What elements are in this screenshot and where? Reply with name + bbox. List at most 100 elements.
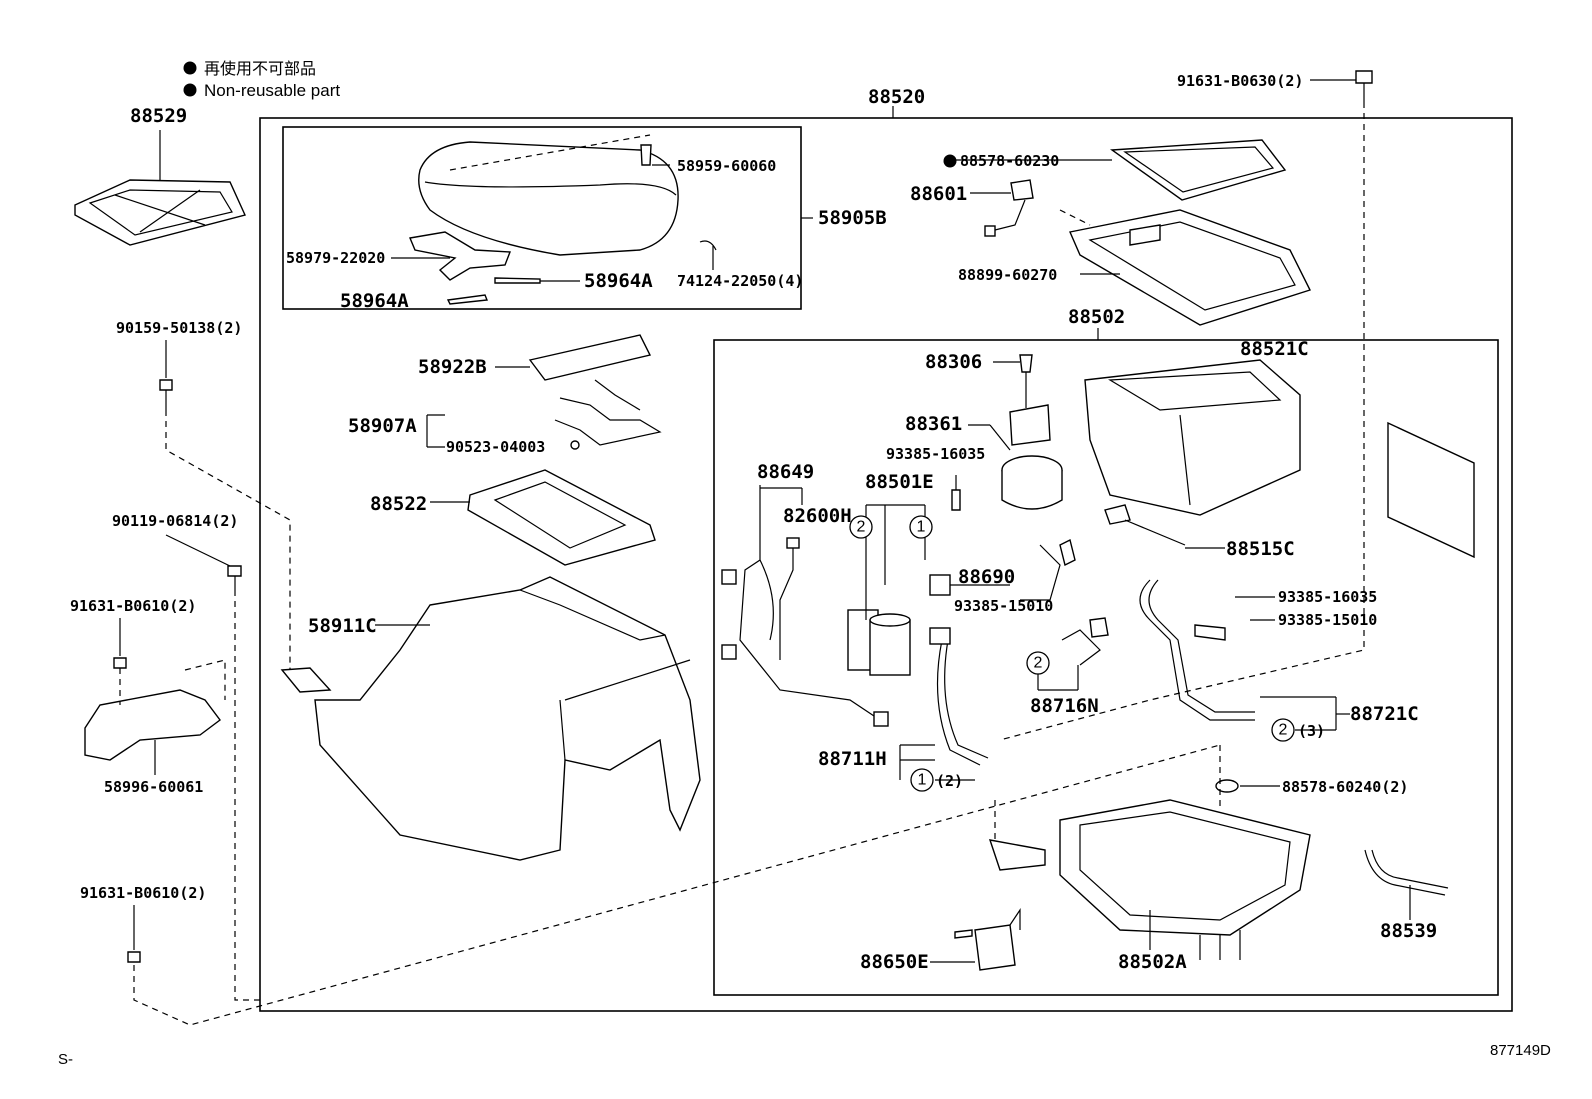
svg-text:2: 2 [1279,722,1288,739]
part-88649-harness [721,485,889,727]
part-88522-tray [430,469,656,566]
label-88711H: 88711H [818,748,887,770]
part-58907A-latch [426,379,662,450]
label-88649: 88649 [757,461,814,483]
label-88716N: 88716N [1030,695,1099,717]
svg-text:2: 2 [1034,655,1043,672]
part-58905B-lid [418,134,679,256]
assembly-box-88520 [259,117,1513,1012]
part-88716N-pipe [1061,617,1109,666]
label-58959-60060: 58959-60060 [677,157,776,175]
part-screw-16035 [951,489,961,511]
label-88539: 88539 [1380,920,1437,942]
part-88711H-hose [900,627,989,766]
label-74124-22050: 74124-22050(4) [677,272,803,290]
part-88650E-sensor [930,908,1021,971]
bolt-90119 [165,534,242,590]
label-58905B: 58905B [818,207,887,229]
svg-text:1: 1 [918,772,927,789]
label-82600H: 82600H [783,505,852,527]
label-58922B: 58922B [418,356,487,378]
part-88361-fan [968,424,1063,510]
label-58979-22020: 58979-22020 [286,249,385,267]
illustration-number: 877149D [1490,1042,1551,1059]
label-90159-50138: 90159-50138(2) [116,319,242,337]
legend-bullet-icon [183,61,197,75]
part-88721C-pipe [1139,579,1255,721]
label-91631-B0610-a: 91631-B0610(2) [70,597,196,615]
label-88520: 88520 [868,86,925,108]
part-58996-bracket [84,659,226,775]
label-91631-B0610-b: 91631-B0610(2) [80,884,206,902]
dash-leader [234,590,260,1001]
label-58907A: 58907A [348,415,417,437]
part-88578-60230-gasket [955,139,1287,201]
label-88361: 88361 [905,413,962,435]
marker-1-b: 1 (2) [910,768,963,792]
label-93385-15010-left: 93385-15010 [954,597,1053,615]
svg-text:(3): (3) [1298,722,1325,740]
label-91631-B0630: 91631-B0630(2) [1177,72,1303,90]
legend-jp: 再使用不可部品 [204,60,316,78]
part-88578-60240-grommet [1215,779,1280,793]
marker-2-b: 2 [1026,651,1079,691]
label-88502: 88502 [1068,306,1125,328]
label-58964A-right: 58964A [584,270,653,292]
marker-1-a: 1 [909,515,933,539]
label-88522: 88522 [370,493,427,515]
label-58996-60061: 58996-60061 [104,778,203,796]
part-88690-valve [929,538,1076,601]
label-93385-16035-top: 93385-16035 [886,445,985,463]
dash-leader [165,410,291,670]
label-88721C: 88721C [1350,703,1419,725]
legend-en: Non-reusable part [204,81,340,100]
label-90119-06814: 90119-06814(2) [112,512,238,530]
part-58922B-plate [495,334,652,381]
label-93385-15010-right: 93385-15010 [1278,611,1377,629]
label-58911C: 58911C [308,615,377,637]
label-90523-04003: 90523-04003 [446,438,545,456]
corner-code-left: S- [58,1051,73,1068]
marker-2-a: 2 [849,515,873,539]
dash-leader [133,744,1221,1026]
non-reusable-bullet-icon [943,154,957,168]
part-88501E-unit [847,504,926,676]
part-58911C-console [280,576,701,861]
part-88539-tube [1364,849,1449,896]
label-88501E: 88501E [865,471,934,493]
part-88899-bezel [1059,209,1311,326]
label-88529: 88529 [130,105,187,127]
label-88690: 88690 [958,566,1015,588]
part-88306-vent [993,354,1051,446]
svg-text:1: 1 [917,519,926,536]
label-93385-16035-right: 93385-16035 [1278,588,1377,606]
label-88650E: 88650E [860,951,929,973]
label-58964A-left: 58964A [340,290,409,312]
part-88515C-sensor [1104,504,1225,549]
label-88601: 88601 [910,183,967,205]
bolt-91631-b [127,905,141,963]
svg-text:(2): (2) [936,772,963,790]
part-88529-shape [74,130,246,246]
marker-2-c: 2 (3) [1271,718,1325,742]
bolt-91631-top [1310,70,1373,102]
bolt-91631-a [113,618,127,669]
label-88578-60240: 88578-60240(2) [1282,778,1408,796]
svg-text:2: 2 [857,519,866,536]
label-88515C: 88515C [1226,538,1295,560]
label-88306: 88306 [925,351,982,373]
part-88521C-housing [1084,359,1301,516]
bolt-90159 [159,340,173,410]
part-58979-hinge [409,231,717,305]
part-thermal-pad [1387,421,1475,559]
part-88601-switch [970,179,1034,237]
legend-bullet-icon [183,83,197,97]
part-88502A-tray [988,799,1311,960]
label-88899-60270: 88899-60270 [958,266,1057,284]
subassembly-box-88502 [713,339,1499,996]
label-88578-60230: 88578-60230 [960,152,1059,170]
label-88502A: 88502A [1118,951,1187,973]
legend: 再使用不可部品 Non-reusable part [183,60,340,100]
